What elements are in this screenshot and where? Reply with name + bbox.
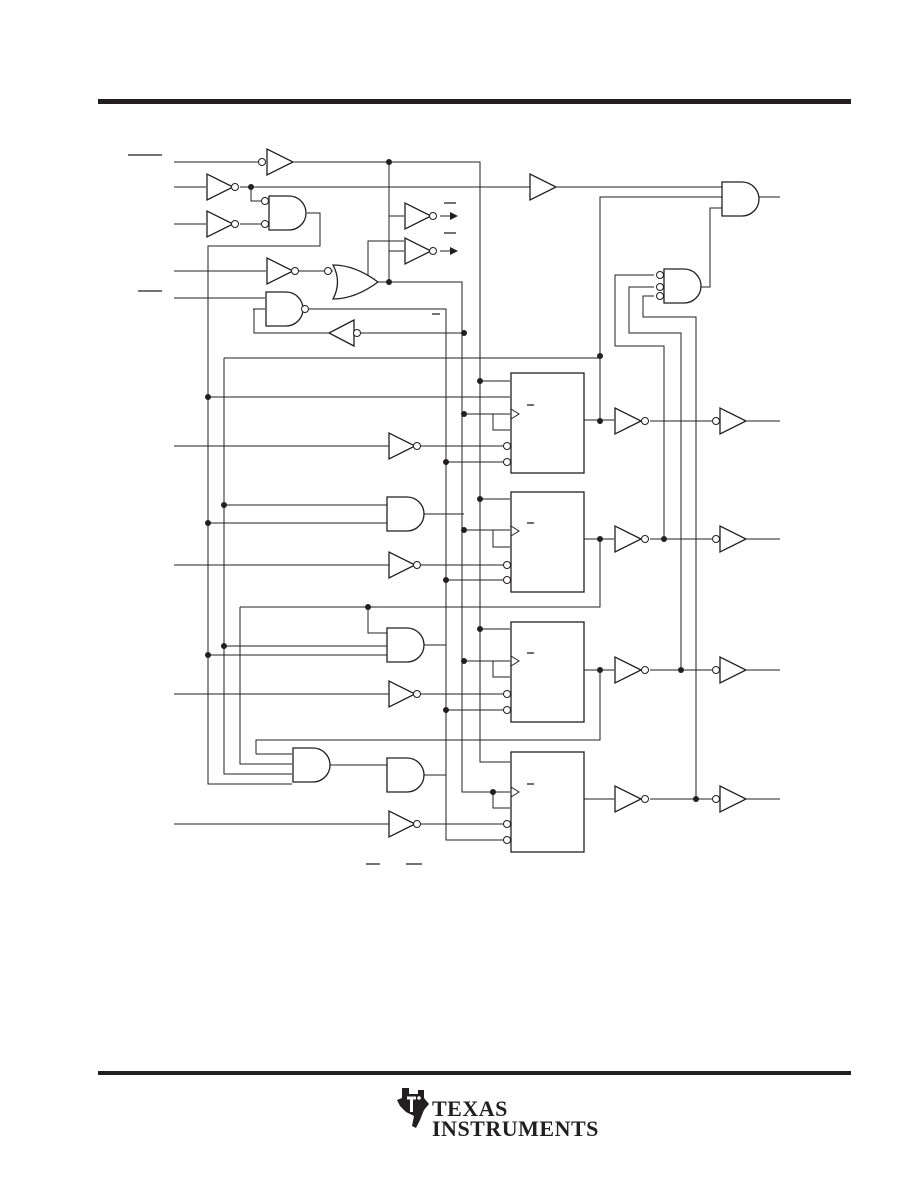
data-inverter-1: [388, 432, 421, 460]
data-inverter-4: [388, 810, 421, 838]
gates: [128, 148, 760, 865]
company-logo: TEXAS INSTRUMENTS: [396, 1086, 598, 1142]
flip-flop-4: [503, 751, 585, 853]
flip-flop-3: [503, 621, 585, 723]
q-inverter-1: [614, 407, 649, 435]
logo-line-2: INSTRUMENTS: [432, 1116, 599, 1141]
input-buffer-3: [206, 210, 239, 238]
arrow-icon: [450, 212, 458, 220]
output-buffer-2: [712, 525, 747, 553]
enable-buffer-b: [404, 237, 437, 265]
input-buffer-2: [206, 173, 239, 201]
q-inverter-3: [614, 656, 649, 684]
q-inverter-4: [614, 785, 649, 813]
top-and-gate: [721, 181, 760, 217]
input-buffer-4: [266, 257, 299, 285]
feedback-and-gate: [656, 268, 702, 304]
output-buffer-1: [712, 407, 747, 435]
header-rule: [98, 99, 851, 104]
enable-buffer-a: [404, 202, 437, 230]
junctions: [205, 159, 699, 802]
data-inverter-3: [388, 680, 421, 708]
input-buffer-1: [258, 148, 294, 176]
flip-flop-1: [503, 372, 585, 474]
and-gate-5: [386, 757, 425, 793]
feedback-buffer: [327, 318, 361, 348]
mid-buffer: [529, 173, 557, 201]
and-gate-3: [386, 496, 425, 532]
flip-flop-2: [503, 491, 585, 593]
output-buffer-4: [712, 785, 747, 813]
logo-line-1: TEXAS: [432, 1096, 508, 1121]
arrow-icon: [450, 247, 458, 255]
texas-instruments-logo-icon: [397, 1088, 429, 1128]
wires: [174, 161, 780, 841]
output-buffer-3: [712, 656, 747, 684]
and-gate-1: [261, 195, 307, 231]
footer-rule: [98, 1071, 851, 1075]
data-inverter-2: [388, 551, 421, 579]
and-gate-2: [265, 291, 309, 327]
and-gate-4: [386, 627, 425, 663]
or-gate: [324, 264, 380, 300]
and-gate-6: [292, 747, 331, 783]
q-inverter-2: [614, 525, 649, 553]
